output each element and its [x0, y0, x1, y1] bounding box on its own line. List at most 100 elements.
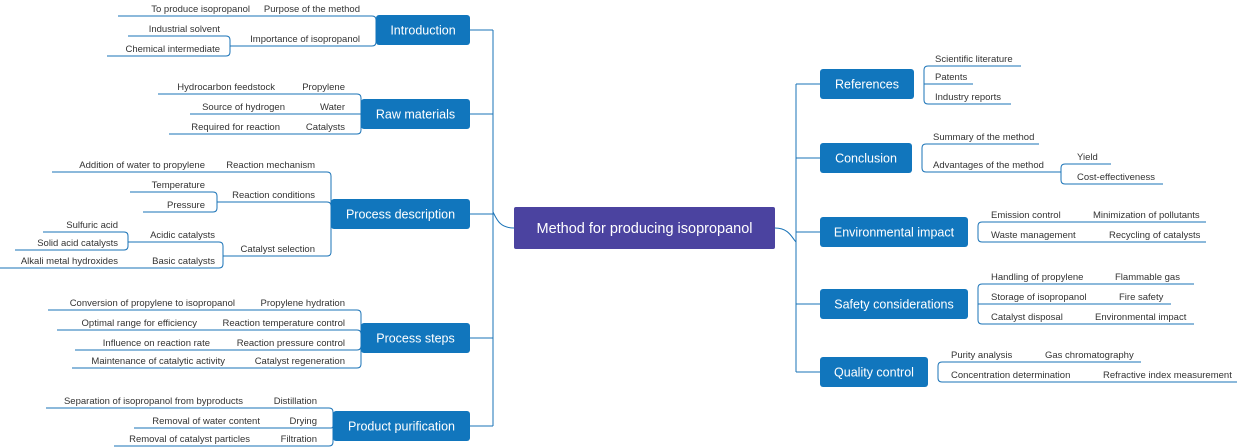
node-water: Water	[320, 102, 345, 113]
branch-product-purification[interactable]: Product purification	[333, 411, 470, 441]
node-concentration-determination: Concentration determination	[951, 370, 1070, 381]
connector-line	[345, 114, 362, 135]
root-node[interactable]: Method for producing isopropanol	[514, 207, 775, 249]
connector-line	[345, 338, 362, 351]
node-required-for-reaction: Required for reaction	[191, 122, 280, 133]
node-cost-effectiveness: Cost-effectiveness	[1077, 172, 1155, 183]
connector-line	[220, 46, 231, 57]
node-emission-control: Emission control	[991, 210, 1061, 221]
connector-line	[977, 283, 991, 304]
connector-line	[317, 407, 334, 426]
node-filtration: Filtration	[281, 434, 317, 445]
node-purpose-of-the-method: Purpose of the method	[264, 4, 360, 15]
connector-line	[937, 361, 951, 372]
connector-line	[315, 214, 332, 257]
node-industrial-solvent: Industrial solvent	[149, 24, 221, 35]
connector-line	[923, 65, 935, 84]
branch-label: Process description	[346, 208, 455, 222]
connector-line	[205, 202, 218, 213]
root-box	[514, 207, 775, 249]
connector-line	[923, 84, 935, 105]
node-chemical-intermediate: Chemical intermediate	[125, 44, 220, 55]
branch-environmental-impact[interactable]: Environmental impact	[820, 217, 968, 247]
node-handling-of-propylene: Handling of propylene	[991, 272, 1083, 283]
branch-box	[331, 199, 470, 229]
node-removal-of-catalyst-particles: Removal of catalyst particles	[129, 434, 250, 445]
connector-line	[317, 425, 334, 429]
connector-line	[921, 158, 933, 173]
node-reaction-conditions: Reaction conditions	[232, 190, 315, 201]
node-conversion-of-propylene-to-isopropanol: Conversion of propylene to isopropanol	[70, 298, 235, 309]
branch-label: Raw materials	[376, 108, 455, 122]
branch-label: Introduction	[390, 24, 455, 38]
connector-line	[774, 227, 797, 243]
node-propylene-hydration: Propylene hydration	[261, 298, 346, 309]
node-refractive-index-measurement: Refractive index measurement	[1103, 370, 1232, 381]
node-temperature: Temperature	[152, 180, 205, 191]
node-flammable-gas: Flammable gas	[1115, 272, 1180, 283]
branch-label: Conclusion	[835, 152, 897, 166]
node-catalysts: Catalysts	[306, 122, 345, 133]
node-basic-catalysts: Basic catalysts	[152, 256, 215, 267]
node-optimal-range-for-efficiency: Optimal range for efficiency	[82, 318, 198, 329]
node-gas-chromatography: Gas chromatography	[1045, 350, 1134, 361]
nodes: Method for producing isopropanol Introduc…	[21, 4, 1232, 445]
node-purity-analysis: Purity analysis	[951, 350, 1012, 361]
node-importance-of-isopropanol: Importance of isopropanol	[250, 34, 360, 45]
connector-line	[315, 171, 332, 214]
node-pressure: Pressure	[167, 200, 205, 211]
branch-references[interactable]: References	[820, 69, 914, 99]
node-acidic-catalysts: Acidic catalysts	[150, 230, 215, 241]
node-advantages-of-the-method: Advantages of the method	[933, 160, 1044, 171]
branch-box	[333, 411, 470, 441]
connector-line	[345, 329, 362, 338]
connector-line	[317, 426, 334, 447]
node-to-produce-isopropanol: To produce isopropanol	[151, 4, 250, 15]
branch-process-description[interactable]: Process description	[331, 199, 470, 229]
connector-line	[118, 231, 129, 242]
node-recycling-of-catalysts: Recycling of catalysts	[1109, 230, 1201, 241]
node-source-of-hydrogen: Source of hydrogen	[202, 102, 285, 113]
connector-line	[205, 191, 218, 202]
branch-label: References	[835, 78, 899, 92]
node-waste-management: Waste management	[991, 230, 1076, 241]
connector-line	[345, 93, 362, 114]
connector-line	[1060, 172, 1077, 185]
branch-introduction[interactable]: Introduction	[376, 15, 470, 45]
connector-line	[345, 338, 362, 369]
branch-label: Quality control	[834, 366, 914, 380]
branch-box	[820, 289, 968, 319]
node-environmental-impact: Environmental impact	[1095, 312, 1187, 323]
branch-label: Process steps	[376, 332, 455, 346]
node-industry-reports: Industry reports	[935, 92, 1001, 103]
connector-line	[220, 35, 231, 46]
node-reaction-temperature-control: Reaction temperature control	[222, 318, 345, 329]
node-scientific-literature: Scientific literature	[935, 54, 1013, 65]
node-catalyst-selection: Catalyst selection	[241, 244, 315, 255]
root-label: Method for producing isopropanol	[536, 221, 752, 237]
connector-line	[215, 256, 224, 269]
branch-safety-considerations[interactable]: Safety considerations	[820, 289, 968, 319]
node-alkali-metal-hydroxides: Alkali metal hydroxides	[21, 256, 118, 267]
node-removal-of-water-content: Removal of water content	[152, 416, 260, 427]
node-fire-safety: Fire safety	[1119, 292, 1164, 303]
branch-process-steps[interactable]: Process steps	[361, 323, 470, 353]
node-patents: Patents	[935, 72, 967, 83]
branch-box	[820, 143, 912, 173]
connector-line	[1060, 163, 1077, 172]
branch-box	[376, 15, 470, 45]
node-distillation: Distillation	[274, 396, 317, 407]
connector-line	[492, 211, 515, 229]
connector-line	[118, 242, 129, 251]
branch-label: Product purification	[348, 420, 455, 434]
node-hydrocarbon-feedstock: Hydrocarbon feedstock	[177, 82, 275, 93]
branch-raw-materials[interactable]: Raw materials	[361, 99, 470, 129]
connector-line	[977, 232, 991, 243]
node-reaction-pressure-control: Reaction pressure control	[237, 338, 345, 349]
node-addition-of-water-to-propylene: Addition of water to propylene	[79, 160, 205, 171]
branch-box	[820, 69, 914, 99]
branch-quality-control[interactable]: Quality control	[820, 357, 928, 387]
branch-conclusion[interactable]: Conclusion	[820, 143, 912, 173]
node-minimization-of-pollutants: Minimization of pollutants	[1093, 210, 1200, 221]
